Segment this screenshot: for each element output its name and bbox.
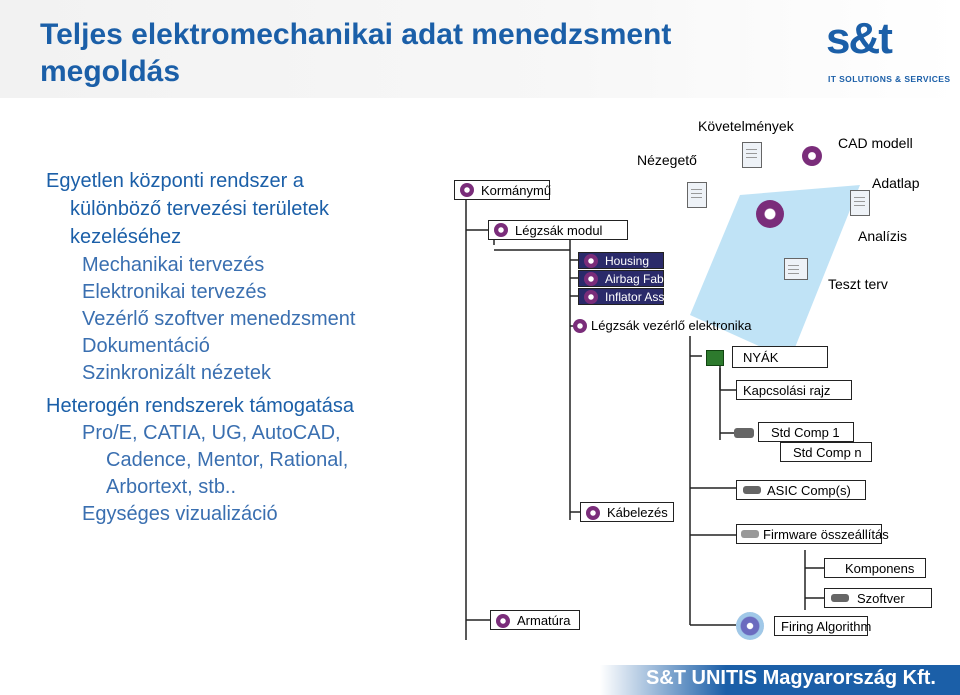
node-inflator-assy[interactable]: Inflator Assy [578, 288, 670, 305]
gear-icon [586, 506, 600, 520]
view-label-requirements: Követelmények [698, 118, 794, 134]
page-title: Teljes elektromechanikai adat menedzsmen… [40, 18, 672, 88]
logo-tagline: IT SOLUTIONS & SERVICES [828, 74, 951, 84]
diagram-connectors [465, 185, 860, 640]
view-label-datasheet: Adatlap [872, 175, 920, 191]
view-label-cad-model: CAD modell [838, 135, 913, 151]
node-label: Kábelezés [607, 505, 668, 520]
gear-icon [584, 272, 598, 286]
node-airbag-fabric[interactable]: Airbag Fabric [578, 270, 676, 287]
feature-line: Vezérlő szoftver menedzsment [82, 308, 356, 330]
gear-icon [802, 146, 822, 166]
node-label: Szoftver [857, 591, 905, 606]
footer-company: S&T UNITIS Magyarország Kft. [645, 667, 936, 689]
node-label: Std Comp 1 [771, 425, 840, 440]
gear-icon [573, 319, 587, 333]
node-label: Légzsák modul [515, 223, 603, 238]
cable-icon [734, 428, 754, 438]
feature-line: Egyetlen központi rendszer a [46, 170, 304, 192]
document-icon [687, 182, 707, 208]
feature-line: különböző tervezési területek [70, 198, 330, 220]
node-std-comp-1[interactable]: Std Comp 1 [758, 422, 854, 442]
node-kormanymu[interactable]: Kormánymű [454, 180, 552, 200]
node-legzsak-vezerlo[interactable]: Légzsák vezérlő elektronika [573, 316, 751, 336]
node-firing-algorithm[interactable]: Firing Algorithm [774, 616, 872, 636]
node-firmware[interactable]: Firmware összeállítás [736, 524, 889, 544]
node-label: NYÁK [743, 350, 779, 365]
feature-line: Egységes vizualizáció [82, 503, 278, 525]
view-beam [690, 185, 860, 360]
spreadsheet-icon [784, 258, 808, 280]
node-label: Airbag Fabric [605, 272, 677, 286]
node-asic[interactable]: ASIC Comp(s) [736, 480, 866, 500]
feature-line: Dokumentáció [82, 335, 210, 357]
gear-icon [756, 200, 784, 228]
node-label: Std Comp n [793, 445, 862, 460]
chip-icon [706, 350, 724, 366]
node-legzsak-modul[interactable]: Légzsák modul [488, 220, 628, 240]
gear-icon [584, 290, 598, 304]
feature-line: Heterogén rendszerek támogatása [46, 395, 354, 417]
node-szoftver[interactable]: Szoftver [824, 588, 932, 608]
node-label: Housing [605, 254, 650, 268]
company-logo: s&t IT SOLUTIONS & SERVICES [826, 14, 950, 88]
gear-icon [494, 223, 508, 237]
node-armatura[interactable]: Armatúra [490, 610, 580, 630]
node-kapcsolasi-rajz[interactable]: Kapcsolási rajz [736, 380, 852, 400]
feature-line: kezeléséhez [70, 226, 182, 248]
node-kabelezes[interactable]: Kábelezés [580, 502, 674, 522]
feature-line: Elektronikai tervezés [82, 281, 267, 303]
node-label: Armatúra [517, 613, 571, 628]
node-nyak[interactable]: NYÁK [732, 346, 828, 368]
structure-diagram: Követelmények Nézegető CAD modell Adatla… [440, 110, 960, 665]
feature-line: Cadence, Mentor, Rational, [106, 449, 349, 471]
node-std-comp-n[interactable]: Std Comp n [780, 442, 872, 462]
document-icon [741, 530, 759, 538]
logo-wordmark: s&t [826, 14, 893, 63]
gear-icon [584, 254, 598, 268]
node-label: Kormánymű [481, 183, 552, 198]
pdf-icon [850, 190, 870, 216]
disc-icon [736, 612, 764, 640]
feature-line: Mechanikai tervezés [82, 254, 265, 276]
node-label: Firing Algorithm [781, 619, 872, 634]
tree-lines [465, 200, 824, 640]
document-icon [742, 142, 762, 168]
feature-line: Arbortext, stb.. [106, 476, 237, 498]
cable-icon [743, 486, 761, 494]
node-label: Inflator Assy [605, 290, 671, 304]
view-label-viewer: Nézegető [637, 152, 697, 168]
cable-icon [831, 594, 849, 602]
node-label: Firmware összeállítás [763, 527, 889, 542]
node-label: Légzsák vezérlő elektronika [591, 318, 752, 333]
footer-band: S&T UNITIS Magyarország Kft. [600, 665, 960, 695]
view-label-analysis: Analízis [858, 228, 908, 244]
feature-line: Szinkronizált nézetek [82, 362, 271, 384]
gear-icon [496, 614, 510, 628]
node-komponens[interactable]: Komponens [824, 558, 926, 578]
node-label: Komponens [845, 561, 915, 576]
gear-icon [460, 183, 474, 197]
view-label-test-plan: Teszt terv [828, 276, 888, 292]
feature-line: Pro/E, CATIA, UG, AutoCAD, [82, 422, 341, 444]
node-label: ASIC Comp(s) [767, 483, 851, 498]
header-band [0, 0, 960, 98]
node-label: Kapcsolási rajz [743, 383, 831, 398]
node-housing[interactable]: Housing [578, 252, 664, 269]
